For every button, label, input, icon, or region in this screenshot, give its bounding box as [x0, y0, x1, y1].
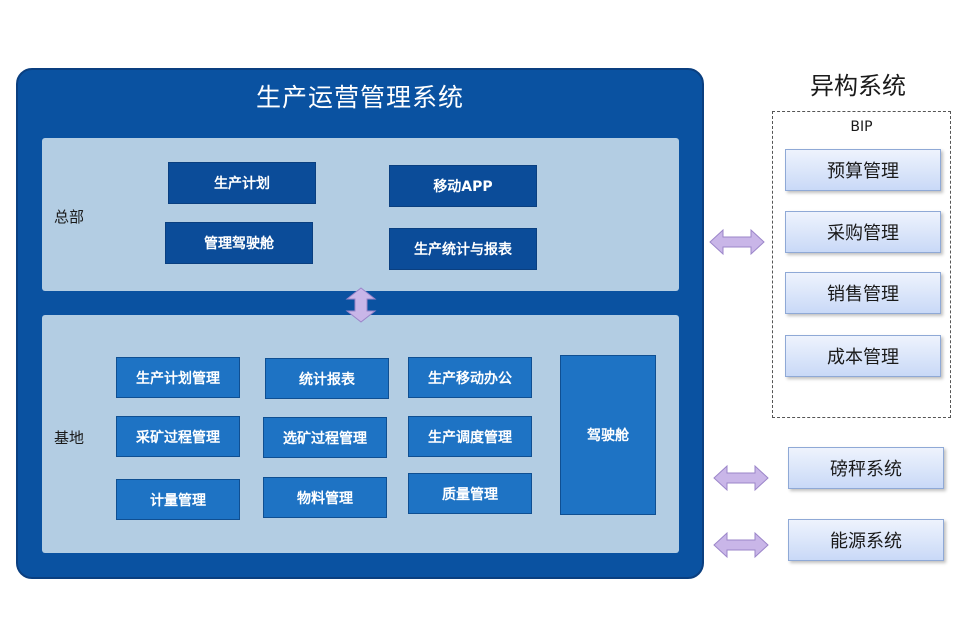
module-mobile-office[interactable]: 生产移动办公	[408, 357, 532, 398]
bip-group: BIP	[772, 111, 951, 418]
module-dispatch-mgmt[interactable]: 生产调度管理	[408, 416, 532, 457]
module-stats-reports[interactable]: 统计报表	[265, 358, 389, 399]
bip-label: BIP	[850, 119, 873, 135]
energy-system[interactable]: 能源系统	[788, 519, 944, 561]
module-mobile-app[interactable]: 移动APP	[389, 165, 537, 207]
hq-panel: 总部 生产计划 移动APP 管理驾驶舱 生产统计与报表	[42, 138, 679, 291]
bip-cost-mgmt[interactable]: 成本管理	[785, 335, 941, 377]
bip-budget-mgmt[interactable]: 预算管理	[785, 149, 941, 191]
module-management-cockpit[interactable]: 管理驾驶舱	[165, 222, 313, 264]
module-quality-mgmt[interactable]: 质量管理	[408, 473, 532, 514]
double-headed-arrow-icon	[713, 464, 769, 492]
module-materials-mgmt[interactable]: 物料管理	[263, 477, 387, 518]
module-production-stats-reports[interactable]: 生产统计与报表	[389, 228, 537, 270]
base-panel: 基地 生产计划管理 统计报表 生产移动办公 采矿过程管理 选矿过程管理 生产调度…	[42, 315, 679, 553]
production-ops-system-frame: 生产运营管理系统 总部 生产计划 移动APP 管理驾驶舱 生产统计与报表 基地 …	[16, 68, 704, 579]
bip-sales-mgmt[interactable]: 销售管理	[785, 272, 941, 314]
hetero-systems-title: 异构系统	[810, 72, 906, 100]
double-headed-arrow-icon	[709, 228, 765, 256]
module-beneficiation-process-mgmt[interactable]: 选矿过程管理	[263, 417, 387, 458]
double-headed-arrow-icon	[345, 287, 377, 323]
module-cockpit[interactable]: 驾驶舱	[560, 355, 656, 515]
hq-label: 总部	[54, 208, 85, 226]
module-production-plan[interactable]: 生产计划	[168, 162, 316, 204]
module-mining-process-mgmt[interactable]: 采矿过程管理	[116, 416, 240, 457]
module-production-plan-mgmt[interactable]: 生产计划管理	[116, 357, 240, 398]
bip-procurement-mgmt[interactable]: 采购管理	[785, 211, 941, 253]
system-title: 生产运营管理系统	[255, 83, 464, 112]
double-headed-arrow-icon	[713, 531, 769, 559]
base-label: 基地	[54, 429, 85, 447]
module-metering-mgmt[interactable]: 计量管理	[116, 479, 240, 520]
weighbridge-system[interactable]: 磅秤系统	[788, 447, 944, 489]
